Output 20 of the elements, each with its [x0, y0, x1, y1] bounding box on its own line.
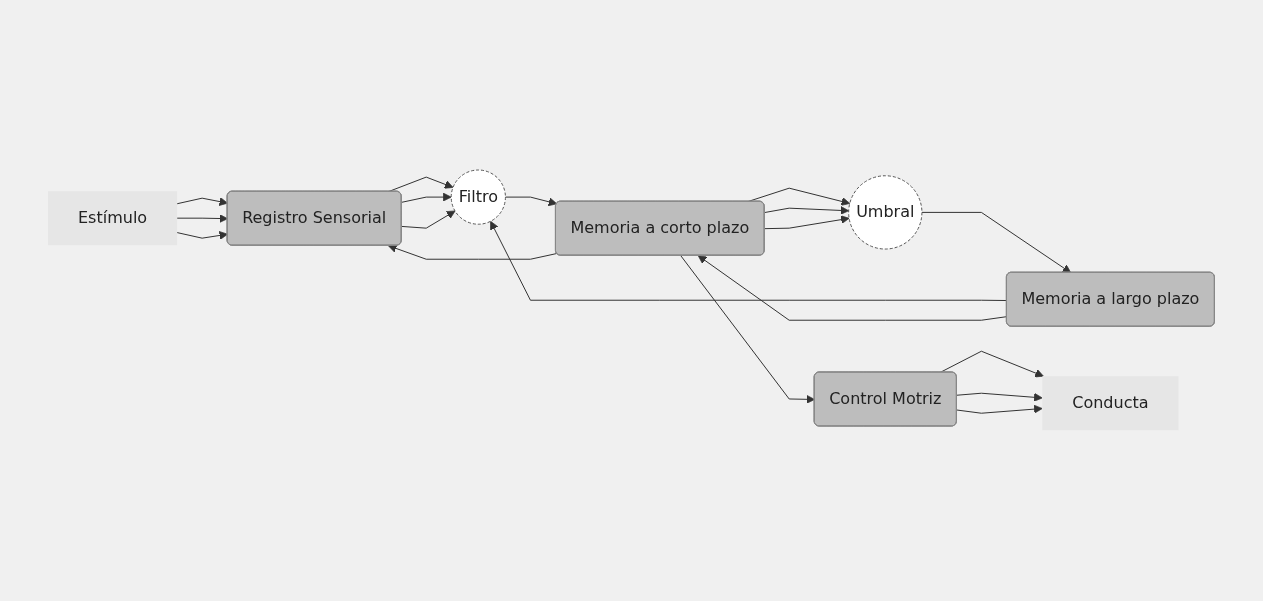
node-circle: Filtro — [451, 169, 507, 226]
arrow — [176, 214, 229, 224]
arrow — [505, 197, 558, 207]
arrow — [764, 206, 850, 216]
node-box: Conducta — [1042, 376, 1179, 431]
arrow — [176, 197, 229, 207]
arrow — [490, 221, 1008, 302]
arrow — [176, 231, 229, 241]
arrow — [956, 393, 1043, 403]
arrow — [388, 177, 454, 193]
arrow — [401, 211, 456, 230]
arrow — [956, 405, 1043, 415]
arrow — [921, 212, 1072, 274]
arrow — [764, 215, 850, 230]
arrow — [401, 193, 452, 204]
arrow — [388, 244, 558, 261]
arrow — [680, 255, 816, 405]
node-circle: Umbral — [848, 175, 923, 250]
arrow — [698, 255, 1008, 322]
node-box: Estímulo — [48, 191, 178, 246]
